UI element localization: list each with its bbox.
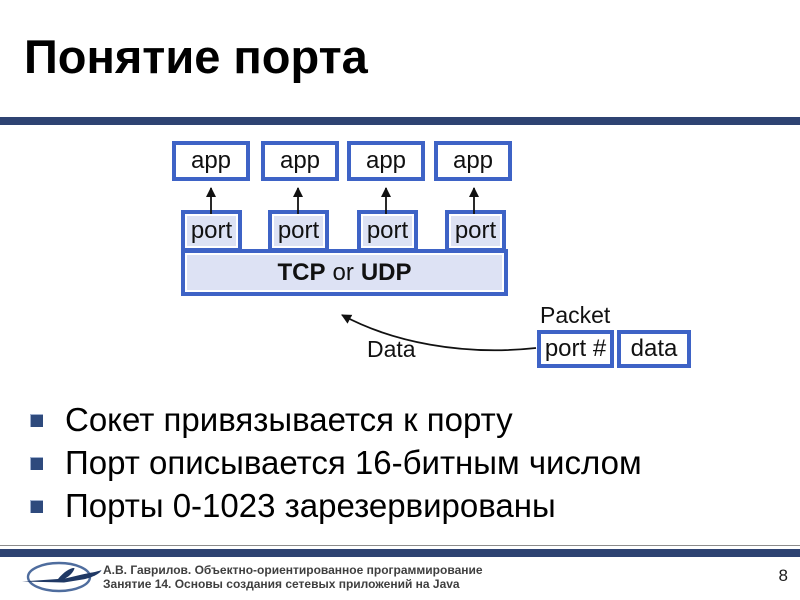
bullet-square-icon (30, 414, 43, 427)
footer-bar (0, 549, 800, 557)
app-label: app (279, 147, 321, 174)
bullet-text: Порт описывается 16-битным числом (65, 444, 642, 481)
app-box-4: app (434, 141, 512, 181)
footer-line-1: А.В. Гаврилов. Объектно-ориентированное … (103, 563, 483, 577)
data-arrow-label: Data (367, 336, 416, 362)
footer-text: А.В. Гаврилов. Объектно-ориентированное … (103, 563, 483, 591)
footer-thin-divider (0, 545, 800, 546)
port-label: port (366, 217, 409, 244)
footer-line-2: Занятие 14. Основы создания сетевых прил… (103, 577, 460, 591)
bullet-item: Порт описывается 16-битным числом (30, 441, 770, 485)
port-box-2: port (268, 210, 329, 252)
app-label: app (452, 147, 494, 174)
packet-port-cell: port # (537, 330, 614, 368)
or-label: or (332, 258, 354, 286)
tcp-udp-bar: TCP or UDP (181, 249, 508, 296)
packet-data-cell: data (617, 330, 691, 368)
port-box-3: port (357, 210, 418, 252)
app-box-3: app (347, 141, 425, 181)
app-label: app (190, 147, 232, 174)
bullet-text: Порты 0-1023 зарезервированы (65, 487, 556, 524)
bullet-item: Порты 0-1023 зарезервированы (30, 484, 770, 528)
bullet-text: Сокет привязывается к порту (65, 401, 513, 438)
page-number: 8 (778, 566, 788, 585)
app-box-2: app (261, 141, 339, 181)
logo-airplane-icon (22, 561, 102, 593)
page-title: Понятие порта (24, 30, 368, 83)
bullet-item: Сокет привязывается к порту (30, 398, 770, 442)
port-box-1: port (181, 210, 242, 252)
packet-label: Packet (540, 302, 611, 328)
app-label: app (365, 147, 407, 174)
tcp-label: TCP (277, 258, 326, 286)
udp-label: UDP (360, 258, 412, 286)
title-divider (0, 117, 800, 125)
port-box-4: port (445, 210, 506, 252)
app-box-1: app (172, 141, 250, 181)
bullet-square-icon (30, 500, 43, 513)
port-label: port (277, 217, 320, 244)
bullet-square-icon (30, 457, 43, 470)
port-label: port (190, 217, 233, 244)
port-label: port (454, 217, 497, 244)
